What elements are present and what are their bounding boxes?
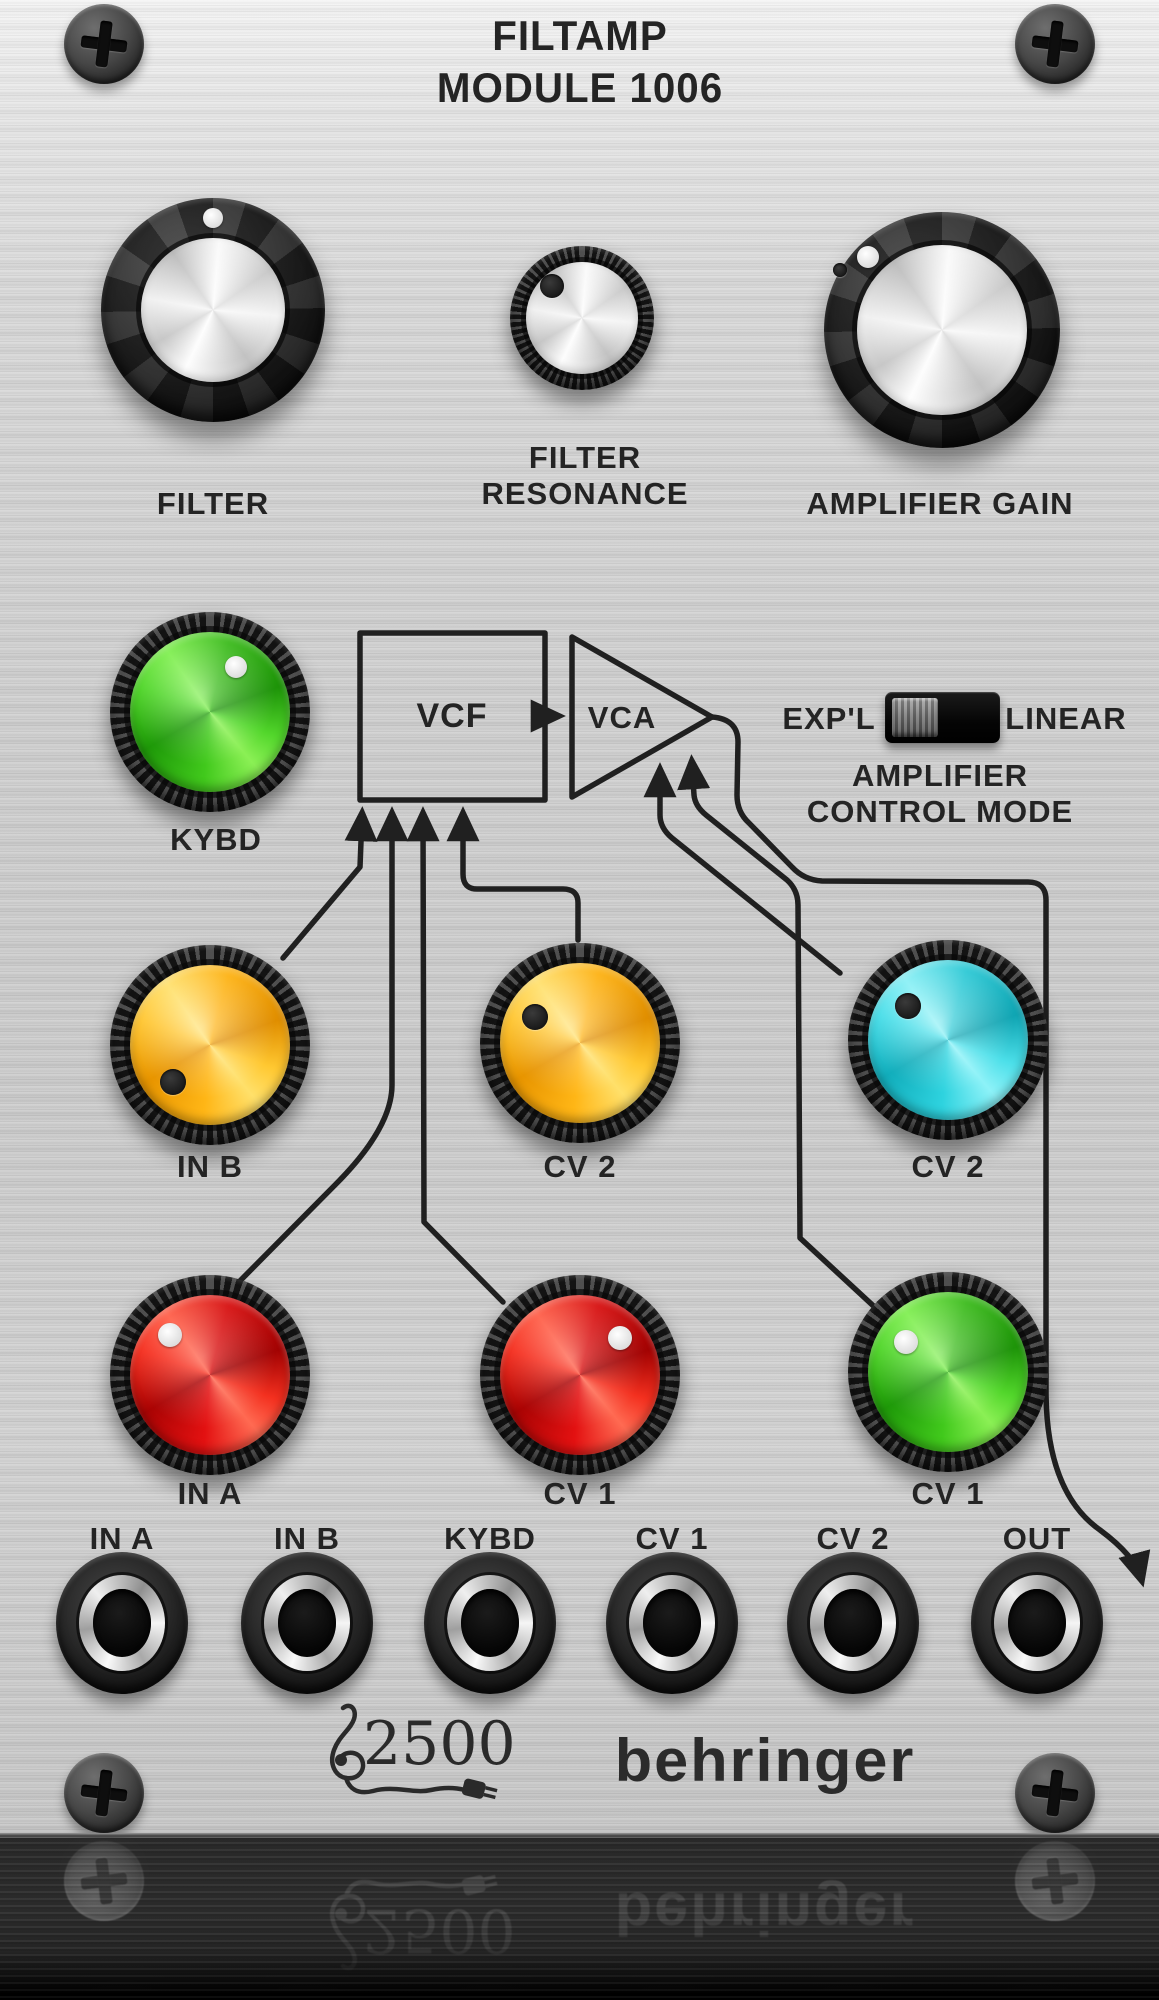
switch-right-label: LINEAR [1005, 701, 1127, 736]
cable-icon [343, 1775, 468, 1795]
cv1-vca-knob[interactable] [848, 1272, 1048, 1472]
plug-icon [461, 1778, 498, 1800]
knob-cap [130, 632, 290, 792]
module-title-line2: MODULE 1006 [436, 64, 724, 111]
amplifier-gain-knob[interactable] [824, 212, 1060, 448]
caption-line2: CONTROL MODE [806, 794, 1074, 829]
knob-indicator-dot [160, 1069, 186, 1095]
phillips-cross-icon [59, 0, 148, 89]
screw-icon-bottom-left [64, 1753, 144, 1833]
jack-chrome-ring [264, 1575, 350, 1671]
jack-hole [93, 1589, 151, 1657]
filter-resonance-knob[interactable] [510, 246, 654, 390]
knob-indicator-dot [857, 246, 879, 268]
jack-hole [1008, 1589, 1066, 1657]
jack-chrome-ring [79, 1575, 165, 1671]
amplifier-mode-switch[interactable] [885, 692, 1000, 743]
phillips-cross-icon [1010, 0, 1099, 89]
jack-in-b[interactable] [241, 1552, 373, 1694]
jack-label-in-b: IN B [274, 1521, 340, 1556]
jack-kybd[interactable] [424, 1552, 556, 1694]
knob-indicator-dot [158, 1323, 182, 1347]
amplifier-gain-label: AMPLIFIER GAIN [806, 486, 1074, 521]
jack-hole [278, 1589, 336, 1657]
reflection-shade [0, 1837, 1159, 2000]
filter-knob-label: FILTER [156, 486, 270, 521]
module-title: FILTAMP MODULE 1006 [292, 10, 868, 114]
jack-chrome-ring [994, 1575, 1080, 1671]
jack-cv1[interactable] [606, 1552, 738, 1694]
knob-indicator-dot [203, 208, 223, 228]
jack-chrome-ring [629, 1575, 715, 1671]
jack-cv2[interactable] [787, 1552, 919, 1694]
filter-resonance-label: FILTER RESONANCE [435, 440, 735, 512]
kybd-knob-label: KYBD [170, 822, 262, 857]
cv1-vcf-knob-label: CV 1 [543, 1476, 617, 1511]
switch-handle[interactable] [892, 698, 938, 737]
in-b-knob-label: IN B [177, 1149, 243, 1184]
cv1-vcf-knob[interactable] [480, 1275, 680, 1475]
filter-knob[interactable] [101, 198, 325, 422]
filter-resonance-label-line1: FILTER [528, 440, 642, 475]
knob-indicator-dot [540, 274, 564, 298]
knob-cap [868, 960, 1028, 1120]
knob-indicator-dot [522, 1004, 548, 1030]
amplifier-control-mode-caption: AMPLIFIER CONTROL MODE [765, 758, 1115, 830]
cv2-vca-knob-label: CV 2 [911, 1149, 985, 1184]
jack-hole [643, 1589, 701, 1657]
behringer-logo: behringer [614, 1727, 916, 1794]
filter-resonance-label-line2: RESONANCE [481, 476, 689, 511]
jack-label-out: OUT [1002, 1521, 1072, 1556]
treble-clef-icon [329, 1703, 366, 1781]
jack-label-in-a: IN A [89, 1521, 155, 1556]
in-a-knob[interactable] [110, 1275, 310, 1475]
series-2500-text: 2500 [363, 1709, 516, 1779]
in-b-knob[interactable] [110, 945, 310, 1145]
switch-left-label: EXP'L [782, 701, 876, 736]
knob-indicator-dot [608, 1326, 632, 1350]
knob-cap [130, 965, 290, 1125]
phillips-cross-icon [59, 1748, 148, 1837]
line-cv2-to-vcf [446, 806, 581, 943]
phillips-cross-icon [1010, 1748, 1099, 1837]
knob-indicator-dot [225, 656, 247, 678]
jack-label-cv1: CV 1 [635, 1521, 709, 1556]
screw-icon-top-left [64, 4, 144, 84]
cv1-vca-knob-label: CV 1 [911, 1476, 985, 1511]
clef-dot [335, 1754, 347, 1766]
screw-icon-bottom-right [1015, 1753, 1095, 1833]
vca-label: VCA [587, 700, 657, 735]
panel-reflection: FILTAMP MODULE 1006 VCF VCA FILTER [0, 1837, 1159, 2000]
series-2500-logo: 2500 [329, 1703, 516, 1800]
jack-label-kybd: KYBD [444, 1521, 536, 1556]
knob-indicator-dot [895, 993, 921, 1019]
knob-cap [500, 1295, 660, 1455]
caption-line1: AMPLIFIER [851, 758, 1029, 793]
cv2-vcf-knob[interactable] [480, 943, 680, 1143]
knob-indicator-dot [894, 1330, 918, 1354]
knob-cap [868, 1292, 1028, 1452]
cv2-vca-knob[interactable] [848, 940, 1048, 1140]
knob-cap [500, 963, 660, 1123]
panel-marker-dot [833, 263, 847, 277]
jack-in-a[interactable] [56, 1552, 188, 1694]
jack-hole [461, 1589, 519, 1657]
screw-icon-top-right [1015, 4, 1095, 84]
front-panel: FILTAMP MODULE 1006 VCF VCA FILTER [0, 0, 1159, 1837]
jack-hole [824, 1589, 882, 1657]
cv2-vcf-knob-label: CV 2 [543, 1149, 617, 1184]
jack-chrome-ring [810, 1575, 896, 1671]
panel-bottom-edge [0, 1833, 1159, 1838]
knob-cap [857, 245, 1027, 415]
jack-out[interactable] [971, 1552, 1103, 1694]
jack-chrome-ring [447, 1575, 533, 1671]
in-a-knob-label: IN A [177, 1476, 243, 1511]
knob-cap [141, 238, 285, 382]
kybd-knob[interactable] [110, 612, 310, 812]
knob-cap [130, 1295, 290, 1455]
vcf-label: VCF [416, 697, 488, 735]
module-title-line1: FILTAMP [492, 12, 668, 59]
jack-label-cv2: CV 2 [816, 1521, 890, 1556]
